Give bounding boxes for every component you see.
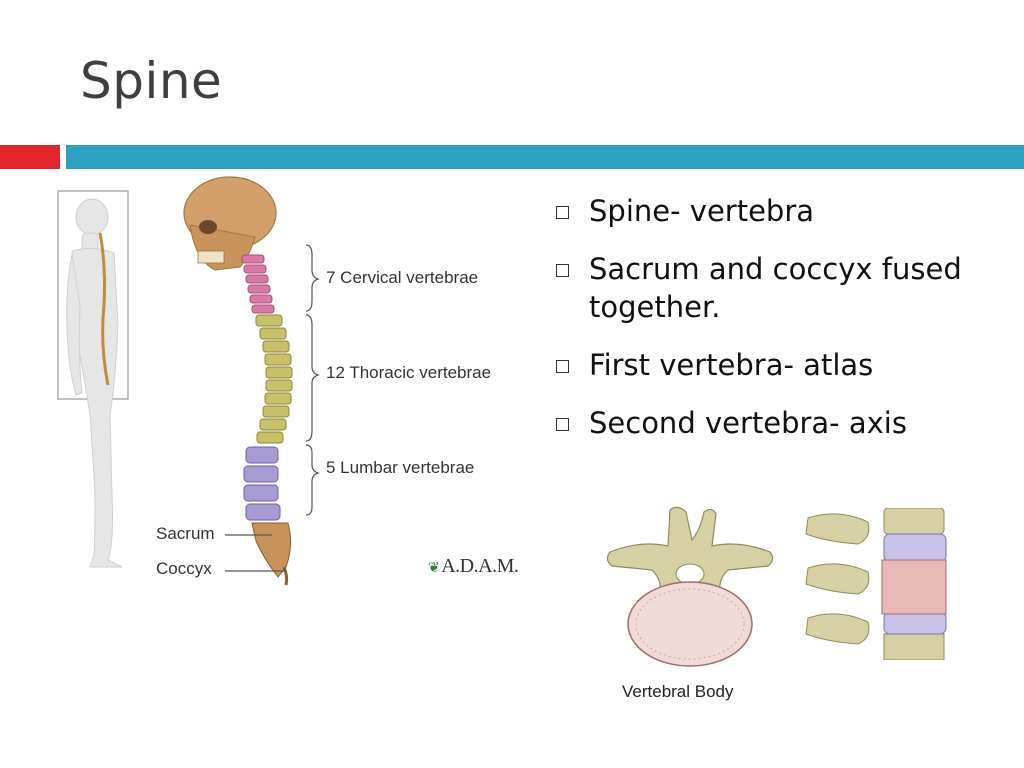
bullet-item: Second vertebra- axis xyxy=(556,404,1016,442)
bullet-square-icon xyxy=(556,418,569,431)
adam-logo-text: A.D.A.M. xyxy=(441,555,519,577)
vertebra-top-view xyxy=(600,500,780,670)
bullet-text: Sacrum and coccyx fused together. xyxy=(589,252,962,324)
bullet-square-icon xyxy=(556,206,569,219)
label-lumbar: 5 Lumbar vertebrae xyxy=(326,458,475,477)
cervical-vertebrae xyxy=(241,254,275,314)
bullet-item: First vertebra- atlas xyxy=(556,346,1016,384)
bullet-item: Sacrum and coccyx fused together. xyxy=(556,250,1016,326)
spine-illustration: 7 Cervical vertebrae 12 Thoracic vertebr… xyxy=(50,175,540,595)
bullet-item: Spine- vertebra xyxy=(556,192,1016,230)
slide-title: Spine xyxy=(80,52,223,110)
thoracic-vertebrae xyxy=(255,314,293,444)
label-sacrum: Sacrum xyxy=(156,524,215,543)
title-accent-bar-teal xyxy=(66,145,1024,169)
inset-spine-line xyxy=(98,232,110,386)
label-coccyx: Coccyx xyxy=(156,559,212,578)
bullet-text: First vertebra- atlas xyxy=(589,348,874,382)
vertebra-side-view xyxy=(798,507,948,661)
bullet-text: Spine- vertebra xyxy=(589,194,815,228)
skull xyxy=(183,176,277,271)
label-cervical: 7 Cervical vertebrae xyxy=(326,268,479,287)
body-silhouette xyxy=(66,198,123,568)
spine-diagram-svg xyxy=(57,176,320,586)
region-brackets xyxy=(225,244,320,572)
bullet-square-icon xyxy=(556,264,569,277)
bullet-square-icon xyxy=(556,360,569,373)
sacrum-coccyx xyxy=(251,522,292,586)
leaf-icon: ❦ xyxy=(428,561,440,576)
adam-logo: ❦A.D.A.M. xyxy=(428,555,519,578)
lumbar-vertebrae xyxy=(243,446,281,521)
title-accent-bar-red xyxy=(0,145,60,169)
vertebra-caption: Vertebral Body xyxy=(622,682,734,701)
label-thoracic: 12 Thoracic vertebrae xyxy=(326,363,492,382)
bullet-list: Spine- vertebra Sacrum and coccyx fused … xyxy=(556,192,1016,462)
bullet-text: Second vertebra- axis xyxy=(589,406,907,440)
